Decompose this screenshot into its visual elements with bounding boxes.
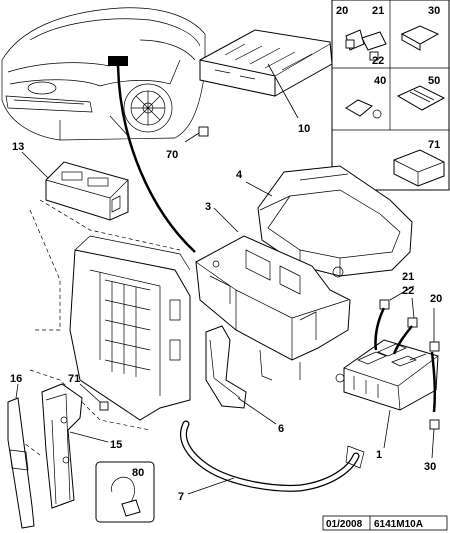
clip-square-71 [99,401,109,411]
support-15 [41,383,83,509]
leader-lines [15,63,435,495]
label-40: 40 [374,75,386,87]
fuse-box-1 [335,339,439,411]
label-21b: 21 [402,271,414,283]
footer-reference: 6141M10A [374,519,423,530]
cover-16 [7,397,35,529]
label-22b: 22 [402,285,414,297]
label-50: 50 [428,75,440,87]
label-10: 10 [298,123,310,135]
clip-square-30 [429,419,440,430]
label-13: 13 [12,141,24,153]
label-21: 21 [372,5,384,17]
footer-date: 01/2008 [326,519,363,530]
tray-3 [195,235,351,381]
label-71b: 71 [68,373,80,385]
label-4: 4 [236,169,243,181]
label-20b: 20 [430,293,442,305]
label-30: 30 [428,5,440,17]
location-arrow [116,65,196,253]
label-6: 6 [278,423,284,435]
relay-icon [345,99,373,117]
label-7: 7 [178,491,184,503]
label-70: 70 [166,149,178,161]
connector-icon [396,85,446,111]
clip-square-20 [429,341,440,352]
label-22: 22 [372,55,384,67]
label-30b: 30 [424,461,436,473]
label-1: 1 [376,449,382,461]
label-3: 3 [205,201,211,213]
fuse-inset-panel [331,0,450,191]
inset-80 [95,461,155,523]
label-15: 15 [110,439,122,451]
body-bracket [19,199,191,456]
fuse-cover-10 [199,29,333,97]
label-20: 20 [336,5,348,17]
label-16: 16 [10,373,22,385]
bracket-71-icon [393,149,445,187]
clip-square-70 [198,126,209,137]
clip-square-21 [379,299,390,310]
fuse-box-location-marker [108,56,128,66]
bracket-6 [205,325,247,409]
label-71-inset: 71 [428,139,440,151]
clip-square-22 [407,317,418,328]
callout-labels: 20 21 22 30 40 50 71 10 70 13 4 3 21 22 … [10,5,442,503]
footer: 01/2008 6141M10A [322,515,448,531]
module-13 [45,161,129,221]
car-illustration [1,7,206,141]
label-80: 80 [132,467,144,479]
